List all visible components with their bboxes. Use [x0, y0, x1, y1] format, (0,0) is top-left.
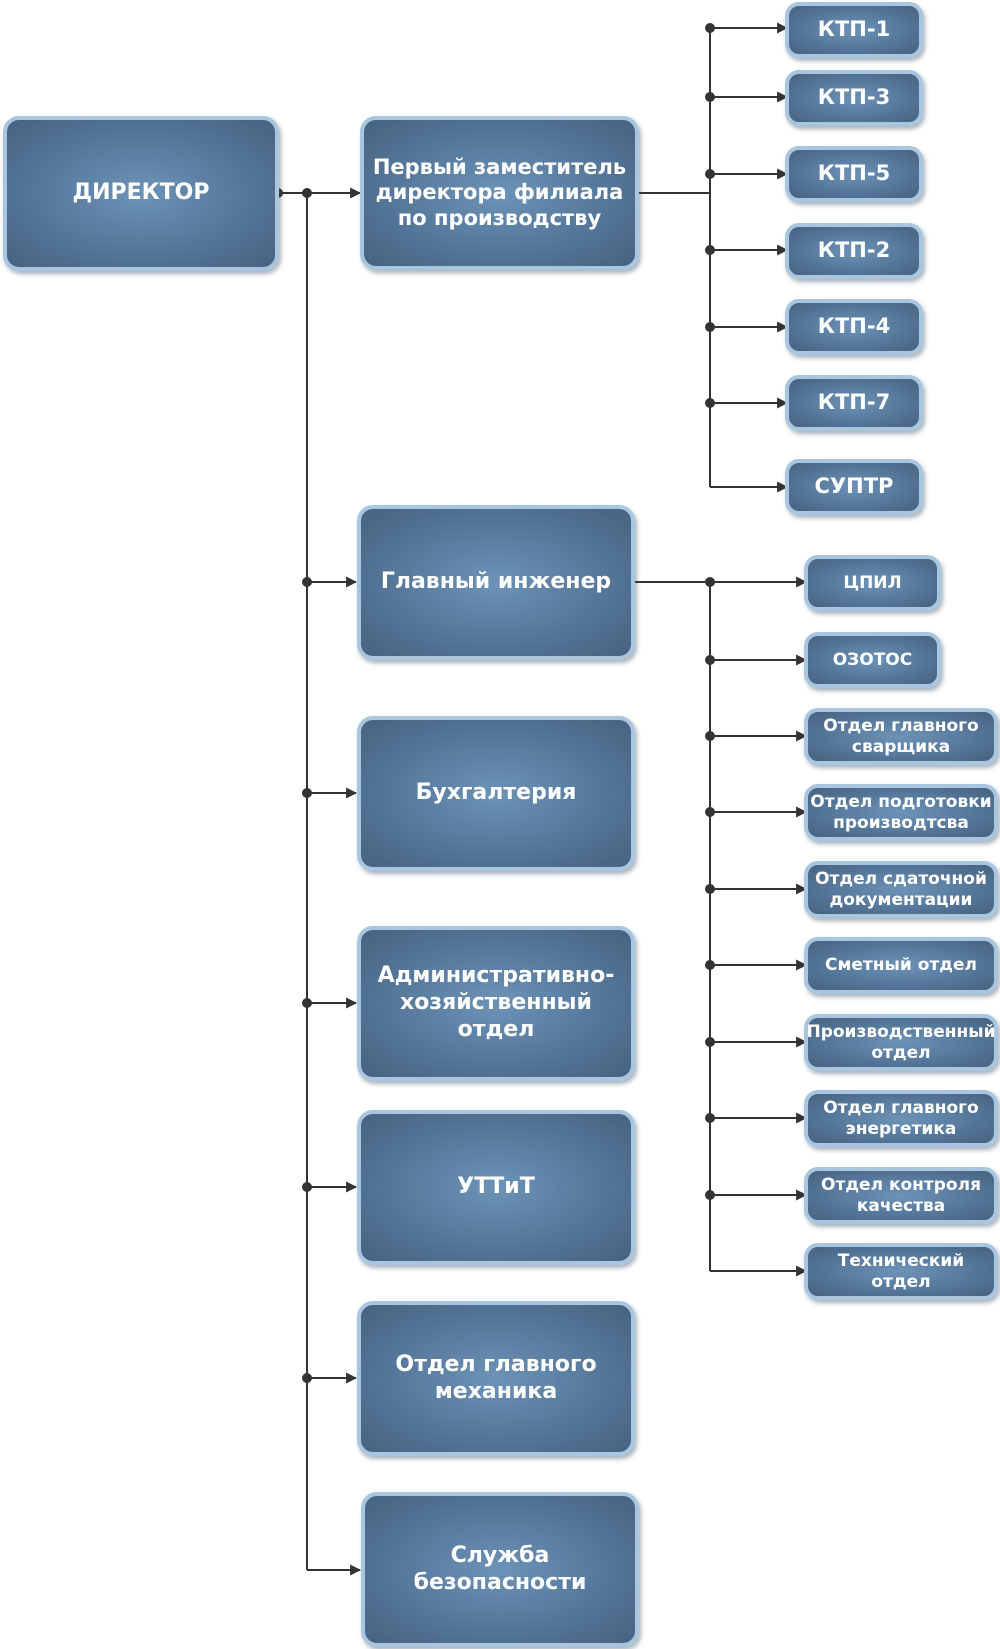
unit-ktp-1: КТП-1	[785, 2, 923, 58]
unit-ozotos: ОЗОТОС	[804, 632, 941, 688]
chief-engineer-box: Главный инженер	[357, 505, 635, 660]
director-box: ДИРЕКТОР	[3, 116, 279, 271]
unit-ktp-2: КТП-2	[785, 223, 923, 279]
unit-suptr: СУПТР	[785, 459, 923, 515]
unit-quality-control-dept: Отдел контроля качества	[804, 1167, 998, 1224]
unit-estimates-dept: Сметный отдел	[804, 937, 998, 994]
unit-chief-welder-dept: Отдел главного сварщика	[804, 708, 998, 765]
admin-department-box: Административно-хозяйственный отдел	[357, 926, 635, 1081]
accounting-box: Бухгалтерия	[357, 716, 635, 871]
security-box: Служба безопасности	[361, 1492, 639, 1647]
unit-handover-documentation-dept: Отдел сдаточной документации	[804, 861, 998, 918]
unit-ktp-4: КТП-4	[785, 299, 923, 355]
unit-technical-dept: Технический отдел	[804, 1243, 998, 1300]
unit-tspil: ЦПИЛ	[804, 555, 941, 611]
unit-ktp-7: КТП-7	[785, 375, 923, 431]
unit-ktp-3: КТП-3	[785, 70, 923, 126]
chief-mechanic-box: Отдел главного механика	[357, 1301, 635, 1456]
uttit-box: УТТиТ	[357, 1110, 635, 1265]
unit-production-preparation-dept: Отдел подготовки производтсва	[804, 784, 998, 841]
first-deputy-box: Первый заместитель директора филиала по …	[360, 116, 639, 270]
unit-ktp-5: КТП-5	[785, 146, 923, 202]
unit-production-dept: Производственный отдел	[804, 1014, 998, 1071]
unit-chief-power-engineer-dept: Отдел главного энергетика	[804, 1090, 998, 1147]
